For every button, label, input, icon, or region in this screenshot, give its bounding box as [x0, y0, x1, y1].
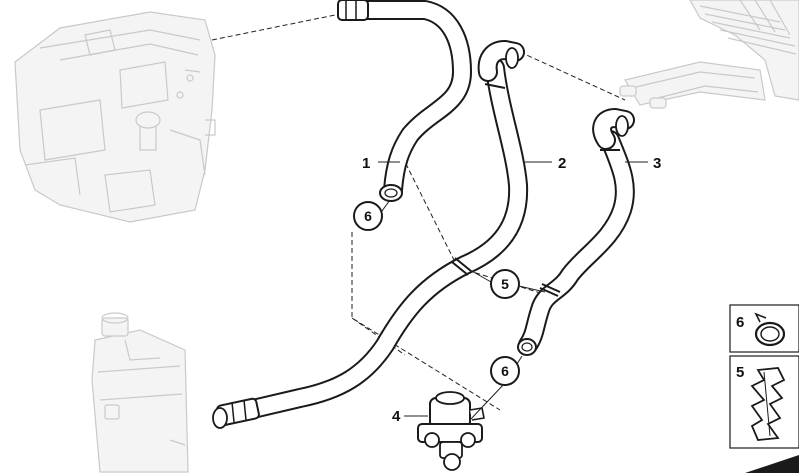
callout-5-lead-left	[469, 269, 492, 283]
parts-legend: 6 5	[729, 304, 799, 473]
heater-core-ghost	[619, 0, 799, 109]
callout-6-lower-label: 6	[501, 363, 509, 379]
callout-6-lower: 6	[490, 356, 520, 386]
callout-6-upper-label: 6	[364, 208, 372, 224]
callout-5-lead-right	[518, 285, 546, 293]
callout-1: 1	[362, 155, 370, 172]
water-valve	[417, 391, 485, 471]
expansion-tank-ghost	[91, 312, 189, 473]
callout-4: 4	[392, 408, 401, 425]
hose-3	[517, 107, 635, 356]
reference-lines	[211, 13, 626, 411]
clamp-5-icon	[750, 367, 786, 441]
hose-1	[337, 0, 472, 202]
engine-block-ghost	[14, 11, 216, 223]
callout-2: 2	[558, 155, 566, 172]
callout-5-center-label: 5	[501, 276, 509, 292]
callout-5-center: 5	[490, 269, 520, 299]
legend-label-6: 6	[736, 314, 744, 331]
callout-6-upper: 6	[353, 201, 383, 231]
clamp-6-icon	[754, 312, 786, 347]
callout-3: 3	[653, 155, 661, 172]
hose-2	[212, 39, 529, 429]
legend-corner-shape	[745, 455, 799, 473]
legend-label-5: 5	[736, 364, 744, 381]
